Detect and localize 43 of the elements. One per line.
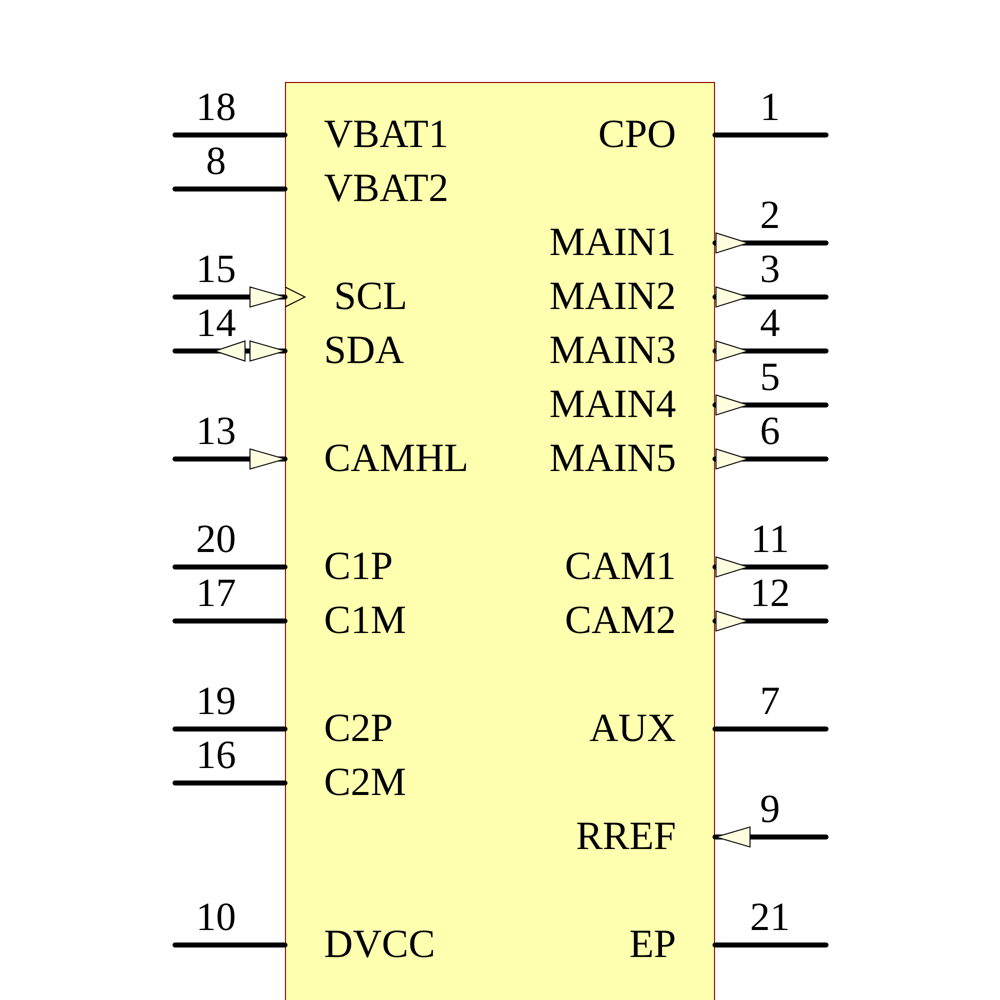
pin-name: CAM1	[564, 544, 676, 588]
pin-name: AUX	[589, 706, 676, 750]
pin-number: 21	[749, 895, 791, 939]
pin-number: 9	[759, 787, 781, 831]
pin-name: CAM2	[564, 598, 676, 642]
pin-number: 12	[749, 571, 791, 615]
pin-number: 11	[750, 517, 790, 561]
pin-name: VBAT1	[324, 112, 448, 156]
pin-number: 19	[195, 679, 237, 723]
pin-name: MAIN1	[549, 220, 676, 264]
pin-number: 20	[195, 517, 237, 561]
pin-name: MAIN3	[549, 328, 676, 372]
pin-name: C2P	[324, 706, 393, 750]
pin-number: 15	[195, 247, 237, 291]
pin-name: EP	[629, 922, 676, 966]
pin-number: 6	[759, 409, 781, 453]
pin-name: MAIN2	[549, 274, 676, 318]
pin-name: C1M	[324, 598, 406, 642]
chip-body	[285, 82, 715, 1000]
pin-number: 7	[759, 679, 781, 723]
pin-name: C1P	[324, 544, 393, 588]
pin-name: DVCC	[324, 922, 436, 966]
pin-number: 3	[759, 247, 781, 291]
pin-number: 2	[759, 193, 781, 237]
pin-number: 14	[195, 301, 237, 345]
pin-number: 1	[759, 85, 781, 129]
pin-number: 17	[195, 571, 237, 615]
pin-name: CAMHL	[324, 436, 468, 480]
pin-name: SCL	[334, 274, 408, 318]
pin-number: 18	[195, 85, 237, 129]
pin-number: 10	[195, 895, 237, 939]
pin-number: 16	[195, 733, 237, 777]
pin-name: SDA	[324, 328, 404, 372]
pin-name: VBAT2	[324, 166, 448, 210]
pin-name: RREF	[576, 814, 676, 858]
pin-name: MAIN4	[549, 382, 676, 426]
pin-number: 5	[759, 355, 781, 399]
pin-name: CPO	[598, 112, 676, 156]
pin-name: MAIN5	[549, 436, 676, 480]
pin-name: C2M	[324, 760, 406, 804]
pin-number: 13	[195, 409, 237, 453]
pin-number: 8	[205, 139, 227, 183]
pin-number: 4	[759, 301, 781, 345]
